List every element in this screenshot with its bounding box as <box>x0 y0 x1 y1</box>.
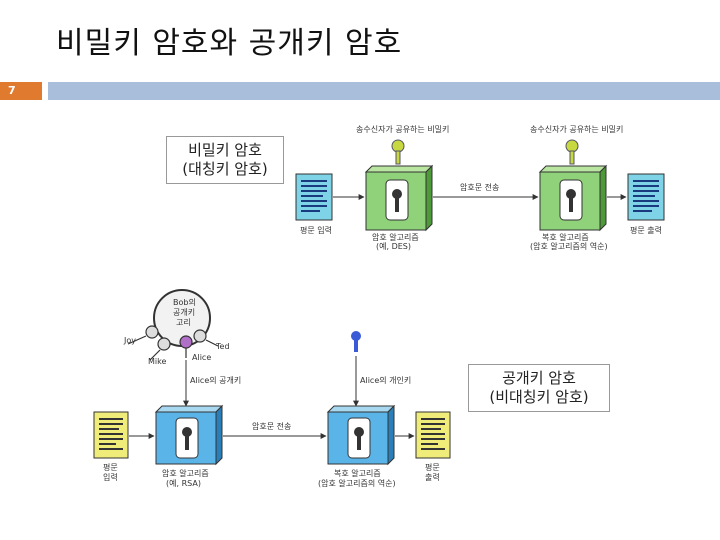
document-icon <box>93 411 129 459</box>
ring-owner-ted: Ted <box>215 342 230 351</box>
asym-plaintext-in-2: 입력 <box>103 472 118 482</box>
document-icon <box>627 173 665 221</box>
asymmetric-label-line2: (비대칭키 암호) <box>489 388 589 406</box>
asym-private-key-label: Alice의 개인키 <box>360 375 411 385</box>
symmetric-label: 비밀키 암호 (대칭키 암호) <box>166 136 284 184</box>
asym-plaintext-in-1: 평문 <box>103 462 118 472</box>
ring-label-3: 고리 <box>176 318 191 327</box>
slide-number: 7 <box>0 82 42 100</box>
ring-owner-joy: Joy <box>123 336 136 345</box>
asym-public-key-label: Alice의 공개키 <box>190 375 241 385</box>
asym-transmit-label: 암호문 전송 <box>252 421 291 431</box>
decrypt-box <box>326 404 396 466</box>
symmetric-label-line2: (대칭키 암호) <box>182 160 268 178</box>
slide-title: 비밀키 암호와 공개키 암호 <box>56 26 403 61</box>
sym-plaintext-in-label: 평문 입력 <box>300 225 332 235</box>
sym-encrypt-label-1: 암호 알고리즘 <box>372 232 419 242</box>
sym-decrypt-label-1: 복호 알고리즘 <box>542 232 589 242</box>
ring-owner-mike: Mike <box>148 357 166 366</box>
key-icon <box>565 139 579 165</box>
encrypt-box <box>154 404 224 466</box>
sym-plaintext-out-label: 평문 출력 <box>630 225 662 235</box>
asym-encrypt-label-2: (예, RSA) <box>166 478 201 488</box>
key-icon <box>391 139 405 165</box>
header-bar <box>48 82 720 100</box>
private-key-icon <box>351 331 361 352</box>
sym-key-left-label: 송수신자가 공유하는 비밀키 <box>356 124 449 134</box>
ring-owner-alice: Alice <box>192 353 211 362</box>
ring-label-2: 공개키 <box>173 307 195 317</box>
sym-encrypt-label-2: (예, DES) <box>376 241 411 251</box>
keyring-icon <box>127 289 219 361</box>
document-icon <box>415 411 451 459</box>
sym-decrypt-label-2: (암호 알고리즘의 역순) <box>530 241 608 251</box>
asymmetric-label-line1: 공개키 암호 <box>502 369 576 387</box>
asymmetric-label: 공개키 암호 (비대칭키 암호) <box>468 364 610 412</box>
asym-plaintext-out-2: 출력 <box>425 472 440 482</box>
decrypt-box <box>538 164 608 232</box>
sym-key-right-label: 송수신자가 공유하는 비밀키 <box>530 124 623 134</box>
sym-transmit-label: 암호문 전송 <box>460 182 499 192</box>
asym-decrypt-label-1: 복호 알고리즘 <box>334 468 381 478</box>
document-icon <box>295 173 333 221</box>
ring-label-1: Bob의 <box>173 297 196 307</box>
asym-plaintext-out-1: 평문 <box>425 462 440 472</box>
symmetric-label-line1: 비밀키 암호 <box>188 141 262 159</box>
encrypt-box <box>364 164 434 232</box>
asym-decrypt-label-2: (암호 알고리즘의 역순) <box>318 478 396 488</box>
asym-encrypt-label-1: 암호 알고리즘 <box>162 468 209 478</box>
